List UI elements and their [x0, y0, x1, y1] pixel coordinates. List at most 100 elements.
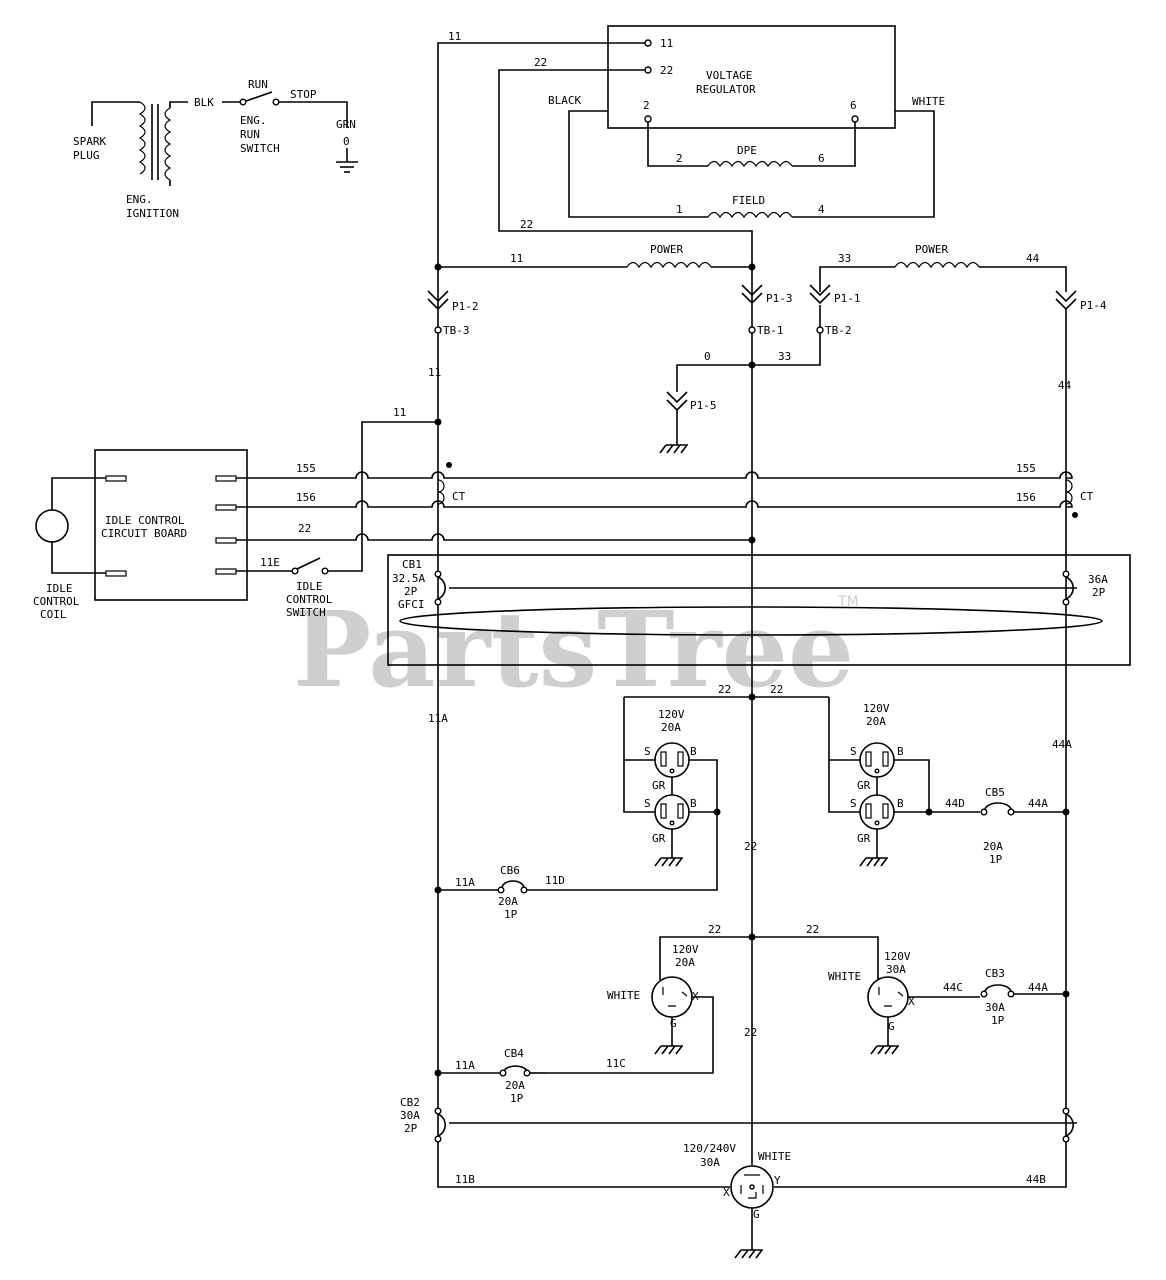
- twist-20a-rating-2: 20A: [675, 956, 695, 969]
- duplex-right-s-2: S: [850, 797, 857, 810]
- stop-label: STOP: [290, 88, 317, 101]
- cb2-label-1: CB2: [400, 1096, 420, 1109]
- connector-p1-4: P1-4: [1080, 299, 1107, 312]
- cb6-label-2: 20A: [498, 895, 518, 908]
- duplex-right-rating-1: 120V: [863, 702, 890, 715]
- wire-label-156-right: 156: [1016, 491, 1036, 504]
- idle-coil-label-3: COIL: [40, 608, 67, 621]
- wire-label-22-duplex-left: 22: [718, 683, 731, 696]
- main-breaker-label-1: 36A: [1088, 573, 1108, 586]
- wire-label-11-power: 11: [510, 252, 523, 265]
- spark-plug-label-1: SPARK: [73, 135, 106, 148]
- white-label: WHITE: [912, 95, 945, 108]
- field-lead-1: 1: [676, 203, 683, 216]
- idle-switch-label-2: CONTROL: [286, 593, 333, 606]
- eng-run-switch-label-3: SWITCH: [240, 142, 280, 155]
- watermark-trademark: TM: [837, 594, 859, 610]
- reg-terminal-2: 2: [643, 99, 650, 112]
- wire-label-156-left: 156: [296, 491, 316, 504]
- reg-terminal-22: 22: [660, 64, 673, 77]
- duplex-left-gr-1: GR: [652, 779, 666, 792]
- twist-30a-x: X: [908, 995, 915, 1008]
- wire-label-44a-cb3: 44A: [1028, 981, 1048, 994]
- eng-ignition-label-2: IGNITION: [126, 207, 179, 220]
- idle-control-circuit-board: [94, 449, 248, 601]
- duplex-left-s-2: S: [644, 797, 651, 810]
- wire-label-155-right: 155: [1016, 462, 1036, 475]
- cb3-label-1: CB3: [985, 967, 1005, 980]
- wire-label-44c: 44C: [943, 981, 963, 994]
- cb3-label-2: 30A: [985, 1001, 1005, 1014]
- connector-p1-3: P1-3: [766, 292, 793, 305]
- duplex-left-rating-2: 20A: [661, 721, 681, 734]
- duplex-right-rating-2: 20A: [866, 715, 886, 728]
- connector-p1-5: P1-5: [690, 399, 717, 412]
- cb5-label-2: 20A: [983, 840, 1003, 853]
- cb1-label-3: 2P: [404, 585, 418, 598]
- run-terminal: [239, 98, 247, 106]
- run-switch-blade: [245, 91, 273, 102]
- duplex-left-rating-1: 120V: [658, 708, 685, 721]
- connector-p1-1: P1-1: [834, 292, 861, 305]
- voltage-regulator: VOLTAGE REGULATOR 11 22 2 6 BLACK WHITE: [548, 25, 945, 129]
- field-lead-4: 4: [818, 203, 825, 216]
- connectors: P1-2 P1-3 P1-1 P1-4 TB-3 TB-1 TB-2 0 33 …: [427, 284, 1107, 1188]
- wire-label-33-mid: 33: [778, 350, 791, 363]
- eng-run-switch-label-2: RUN: [240, 128, 260, 141]
- cb2-label-2: 30A: [400, 1109, 420, 1122]
- twist-20a-x: X: [692, 990, 699, 1003]
- dpe-lead-6: 6: [818, 152, 825, 165]
- twist-20a-g: G: [670, 1017, 677, 1030]
- wire-label-44b: 44B: [1026, 1173, 1046, 1186]
- main-breaker-panel: CB1 32.5A 2P GFCI 36A 2P: [387, 554, 1131, 666]
- spark-plug-label-2: PLUG: [73, 149, 100, 162]
- dpe-lead-2: 2: [676, 152, 683, 165]
- ct-label-left: CT: [452, 490, 466, 503]
- cb4-label-2: 20A: [505, 1079, 525, 1092]
- duplex-right-b-2: B: [897, 797, 904, 810]
- wire-label-11e: 11E: [260, 556, 280, 569]
- idle-coil-label-2: CONTROL: [33, 595, 80, 608]
- outlet-240-rating-2: 30A: [700, 1156, 720, 1169]
- idle-coil-label-1: IDLE: [46, 582, 73, 595]
- wire-label-22-duplex-right: 22: [770, 683, 783, 696]
- wire-label-22-center: 22: [744, 840, 757, 853]
- twist-30a-g: G: [888, 1020, 895, 1033]
- wire-label-11-top: 11: [448, 30, 461, 43]
- cb1-label-1: CB1: [402, 558, 422, 571]
- wire-label-11a-cb4: 11A: [455, 1059, 475, 1072]
- outlet-240-x: X: [723, 1186, 730, 1199]
- duplex-right-s-1: S: [850, 745, 857, 758]
- outlet-240-rating-1: 120/240V: [683, 1142, 736, 1155]
- main-breaker-label-2: 2P: [1092, 586, 1106, 599]
- cb1-label-4: GFCI: [398, 598, 425, 611]
- terminal-tb-1: TB-1: [757, 324, 784, 337]
- black-label: BLACK: [548, 94, 581, 107]
- wire-label-44a-top: 44A: [1052, 738, 1072, 751]
- idle-switch-label-3: SWITCH: [286, 606, 326, 619]
- wire-label-11a-top: 11A: [428, 712, 448, 725]
- eng-ignition-label-1: ENG.: [126, 193, 153, 206]
- cb5-label-1: CB5: [985, 786, 1005, 799]
- reg-terminal-11: 11: [660, 37, 673, 50]
- cb4-label-3: 1P: [510, 1092, 524, 1105]
- wire-label-11-idle: 11: [393, 406, 406, 419]
- dpe-label: DPE: [737, 144, 757, 157]
- idle-control: IDLE CONTROL CIRCUIT BOARD IDLE CONTROL …: [33, 406, 1094, 621]
- outlet-wiring: 11A 44A 22 22 22 22 120V 20A S B GR S B …: [400, 683, 1077, 1259]
- power-label-1: POWER: [650, 243, 683, 256]
- terminal-tb-3: TB-3: [443, 324, 470, 337]
- cb6-label-1: CB6: [500, 864, 520, 877]
- duplex-left-b-1: B: [690, 745, 697, 758]
- cb1-label-2: 32.5A: [392, 572, 425, 585]
- wire-label-22-top: 22: [534, 56, 547, 69]
- wire-label-22-twist-right: 22: [806, 923, 819, 936]
- twist-30a-rating-2: 30A: [886, 963, 906, 976]
- reg-terminal-6: 6: [850, 99, 857, 112]
- wire-label-11c: 11C: [606, 1057, 626, 1070]
- outlet-240-white: WHITE: [758, 1150, 791, 1163]
- outlet-240-g: G: [753, 1208, 760, 1221]
- cb2-label-3: 2P: [404, 1122, 418, 1135]
- field-label: FIELD: [732, 194, 765, 207]
- blk-label: BLK: [194, 96, 214, 109]
